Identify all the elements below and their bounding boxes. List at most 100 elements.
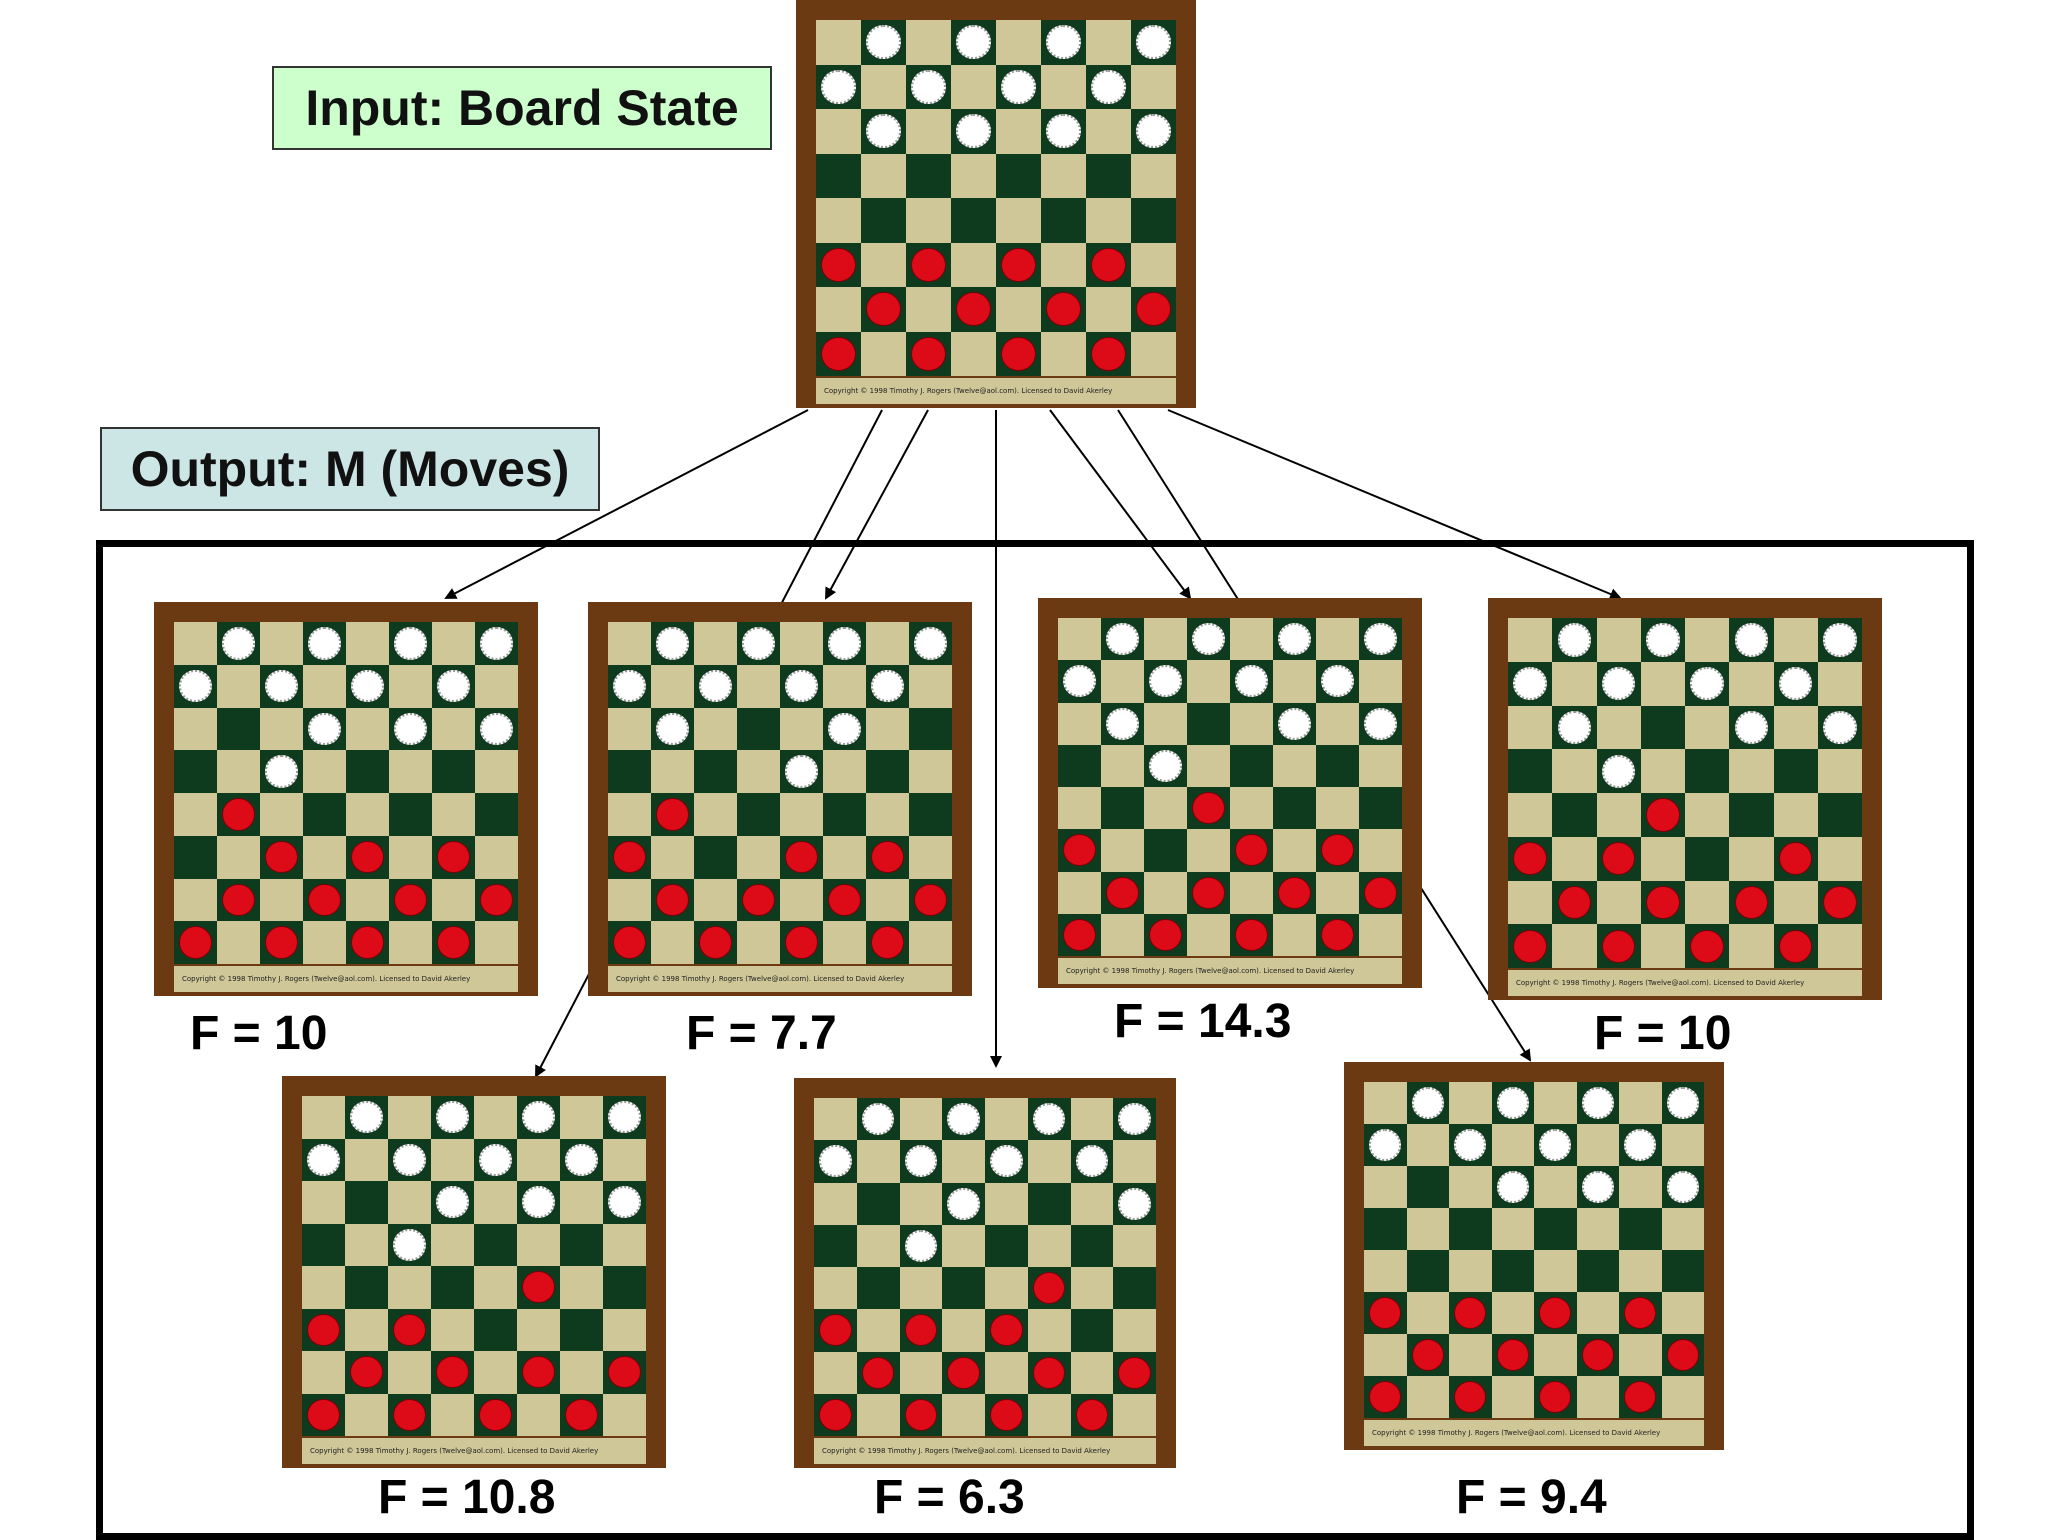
red-piece: [436, 1356, 469, 1389]
light-square: [1508, 793, 1553, 837]
light-square: [1273, 913, 1316, 956]
light-square: [856, 1393, 900, 1436]
light-square: [1086, 109, 1131, 154]
light-square: [432, 622, 475, 665]
dark-square: [217, 622, 260, 665]
dark-square: [174, 921, 217, 964]
move-board: Copyright © 1998 Timothy J. Rogers (Twel…: [282, 1076, 666, 1468]
dark-square: [1316, 660, 1359, 703]
white-piece: [866, 25, 901, 60]
light-square: [174, 878, 217, 922]
light-square: [1101, 660, 1144, 703]
dark-square: [1640, 705, 1685, 750]
board-grid: [816, 20, 1176, 376]
dark-square: [814, 1393, 857, 1436]
dark-square: [432, 664, 475, 708]
light-square: [1729, 749, 1774, 793]
dark-square: [1685, 661, 1730, 706]
red-piece: [956, 292, 991, 327]
light-square: [1144, 702, 1187, 745]
red-piece: [871, 926, 904, 959]
white-piece: [1539, 1129, 1572, 1161]
white-piece: [1136, 25, 1171, 60]
red-piece: [179, 926, 212, 959]
light-square: [1359, 829, 1402, 872]
white-piece: [866, 114, 901, 149]
move-arrow: [444, 409, 809, 599]
dark-square: [474, 1223, 517, 1266]
dark-square: [1640, 618, 1685, 662]
light-square: [1491, 1376, 1534, 1418]
dark-square: [1817, 880, 1862, 925]
dark-square: [1576, 1166, 1619, 1208]
white-piece: [480, 712, 513, 746]
dark-square: [303, 793, 346, 836]
white-piece: [1118, 1187, 1151, 1220]
dark-square: [651, 707, 694, 751]
dark-square: [1113, 1182, 1156, 1225]
light-square: [174, 622, 217, 665]
dark-square: [1364, 1208, 1407, 1250]
dark-square: [906, 242, 951, 287]
light-square: [1058, 787, 1101, 830]
dark-square: [1576, 1250, 1619, 1292]
dark-square: [996, 64, 1041, 109]
dark-square: [1101, 787, 1144, 830]
dark-square: [346, 921, 389, 964]
dark-square: [1661, 1166, 1704, 1208]
light-square: [1773, 880, 1818, 925]
white-piece: [308, 627, 341, 660]
dark-square: [1041, 198, 1086, 243]
red-piece: [1063, 918, 1096, 951]
light-square: [346, 878, 389, 922]
light-square: [1534, 1082, 1577, 1124]
light-square: [1817, 661, 1862, 706]
dark-square: [1187, 618, 1230, 661]
white-piece: [1075, 1145, 1109, 1178]
light-square: [475, 921, 518, 964]
white-piece: [350, 1101, 383, 1134]
light-square: [303, 750, 346, 793]
dark-square: [1027, 1182, 1071, 1225]
dark-square: [603, 1266, 646, 1309]
dark-square: [951, 287, 996, 332]
white-piece: [1364, 707, 1397, 740]
dark-square: [388, 1393, 431, 1436]
dark-square: [1406, 1166, 1449, 1208]
white-piece: [1624, 1129, 1657, 1161]
light-square: [1041, 331, 1086, 376]
light-square: [1508, 880, 1553, 925]
white-piece: [479, 1143, 512, 1176]
light-square: [694, 878, 737, 922]
dark-square: [1113, 1267, 1156, 1310]
dark-square: [1187, 871, 1230, 914]
dark-square: [260, 835, 303, 879]
dark-square: [1058, 913, 1101, 956]
light-square: [345, 1138, 388, 1181]
white-piece: [179, 669, 212, 703]
light-square: [996, 109, 1041, 154]
white-piece: [265, 669, 298, 703]
light-square: [432, 793, 475, 836]
light-square: [302, 1096, 345, 1139]
dark-square: [651, 793, 694, 836]
light-square: [996, 287, 1041, 332]
red-piece: [866, 292, 901, 327]
dark-square: [1359, 871, 1402, 914]
light-square: [780, 878, 823, 922]
light-square: [1685, 618, 1730, 662]
dark-square: [1273, 702, 1316, 745]
red-piece: [656, 883, 689, 917]
light-square: [866, 622, 909, 665]
light-square: [1661, 1376, 1704, 1418]
light-square: [1619, 1334, 1662, 1376]
light-square: [651, 664, 694, 708]
light-square: [814, 1098, 857, 1141]
light-square: [1449, 1334, 1492, 1376]
light-square: [1406, 1208, 1449, 1250]
red-piece: [828, 883, 861, 917]
dark-square: [1596, 924, 1641, 968]
dark-square: [985, 1309, 1028, 1352]
light-square: [1359, 913, 1402, 956]
dark-square: [906, 64, 951, 109]
